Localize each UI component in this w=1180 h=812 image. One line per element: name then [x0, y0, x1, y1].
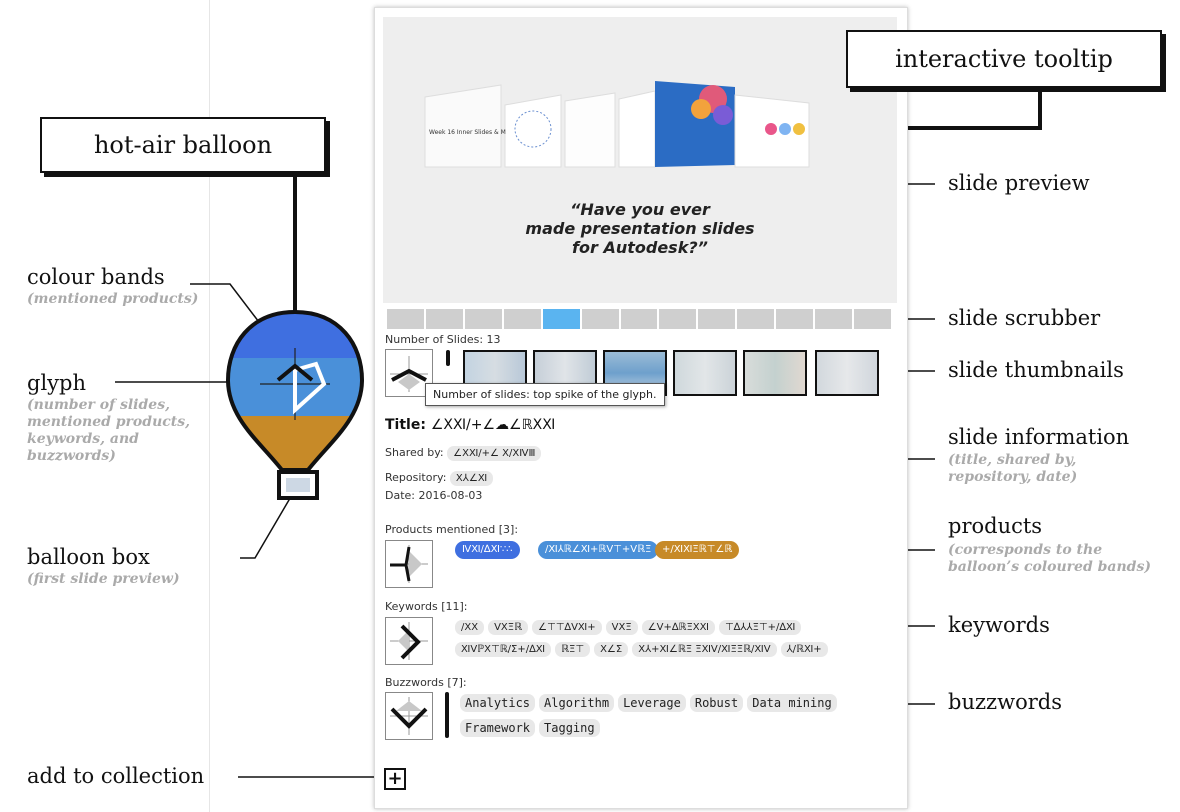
shared-by-label: Shared by:: [385, 446, 444, 459]
preview-slide-caption: Week 16 Inner Slides & M: [429, 129, 506, 136]
slide-scrubber[interactable]: [387, 309, 891, 329]
balloon-box-label: balloon box: [27, 545, 150, 569]
keyword-chip: ⅤⅩΞ: [605, 620, 638, 635]
keyword-chip: Ⅹ⅄+Ⅺ∠ℝΞ ΞⅪⅤ/ⅪΞΞℝ/ⅪⅤ: [632, 642, 777, 657]
keyword-chip: ℝΞ⊤: [555, 642, 591, 657]
date-label: Date:: [385, 489, 415, 502]
shared-by-row: Shared by: ∠ⅩⅪ/+∠ Ⅹ/ⅩⅣⅢ: [385, 446, 544, 461]
glyph-sub: (number of slides, mentioned products, k…: [27, 397, 190, 464]
repository-label: Repository:: [385, 471, 447, 484]
colour-bands-label: colour bands: [27, 265, 165, 289]
scrubber-segment[interactable]: [854, 309, 891, 329]
interactive-tooltip-callout: interactive tooltip: [846, 30, 1162, 88]
keyword-chip: ⅤⅩΞℝ: [488, 620, 529, 635]
shared-by-value: ∠ⅩⅪ/+∠ Ⅹ/ⅩⅣⅢ: [447, 446, 542, 461]
keywords-label: Keywords [11]:: [385, 600, 468, 613]
slide-thumbnails-label: slide thumbnails: [948, 358, 1124, 382]
repository-row: Repository: Ⅹ⅄∠Ⅺ: [385, 471, 496, 486]
products-glyph: [385, 540, 433, 588]
add-to-collection-button[interactable]: +: [384, 768, 406, 790]
scrubber-segment[interactable]: [698, 309, 736, 329]
scrubber-segment[interactable]: [387, 309, 424, 329]
slide-thumbnail-6[interactable]: [815, 350, 879, 396]
date-row: Date: 2016-08-03: [385, 489, 482, 502]
scrubber-segment[interactable]: [776, 309, 814, 329]
buzzwords-label: Buzzwords [7]:: [385, 676, 467, 689]
slide-stack-graphic: [424, 81, 810, 168]
scrubber-segment[interactable]: [815, 309, 853, 329]
keyword-chip: ⅄/ℝⅪ+: [780, 642, 828, 657]
scrubber-segment[interactable]: [464, 309, 502, 329]
slide-title: Title: ∠ⅩⅪ/+∠☁∠ℝⅩⅪ: [385, 417, 555, 433]
hot-air-balloon-callout: hot-air balloon: [40, 117, 326, 173]
products-callout-label: products: [948, 514, 1043, 538]
product-chip-3: +/ⅪⅪΞℝ⊤∠ℝ: [655, 541, 740, 559]
hover-tip: Number of slides: top spike of the glyph…: [425, 383, 665, 406]
keyword-chip: Ⅹ∠Σ: [594, 642, 629, 657]
title-label: Title:: [385, 417, 426, 433]
keyword-chip: /ⅩⅩ: [455, 620, 485, 635]
buzzword-chip: Framework: [460, 719, 536, 737]
buzzwords-bar: [445, 692, 449, 738]
slide-thumbnail-4[interactable]: [673, 350, 737, 396]
buzzwords-callout-label: buzzwords: [948, 690, 1062, 714]
product-chip-2: /Ⅺ⅄ℝ∠Ⅺ+ℝⅤ⊤+ⅤℝΞ: [538, 541, 659, 559]
buzzwords-glyph: [385, 692, 433, 740]
colour-bands-sub: (mentioned products): [27, 291, 199, 307]
preview-quote: “Have you ever made presentation slides …: [525, 200, 755, 257]
scrubber-segment[interactable]: [581, 309, 619, 329]
slide-preview: “Have you ever made presentation slides …: [383, 17, 897, 303]
scrubber-segment[interactable]: [425, 309, 463, 329]
balloon-glyph: [260, 348, 330, 420]
num-slides-label: Number of Slides: 13: [385, 333, 501, 346]
slides-glyph: [385, 349, 433, 397]
slide-preview-label: slide preview: [948, 171, 1090, 195]
buzzword-chip: Robust: [689, 694, 744, 712]
scrubber-segment[interactable]: [620, 309, 658, 329]
scrubber-segment[interactable]: [737, 309, 775, 329]
keywords-callout-label: keywords: [948, 613, 1050, 637]
title-value: ∠ⅩⅪ/+∠☁∠ℝⅩⅪ: [430, 417, 556, 433]
date-value: 2016-08-03: [418, 489, 483, 502]
product-chip-1: ⅣⅪ/∆Ⅺ∵∴: [455, 541, 520, 559]
scrubber-segment[interactable]: [503, 309, 541, 329]
keyword-chip: ⊤∆⅄⅄Ξ⊤+/∆Ⅺ: [718, 620, 802, 635]
buzzword-chip: Analytics: [460, 694, 536, 712]
keyword-chip: ∠⊤⊤∆ⅤⅪ+: [532, 620, 602, 635]
slide-thumbnail-5[interactable]: [743, 350, 807, 396]
glyph-label: glyph: [27, 371, 86, 395]
balloon-graphic: [225, 309, 365, 500]
keywords-glyph: [385, 617, 433, 665]
slide-scrubber-label: slide scrubber: [948, 306, 1101, 330]
keyword-chip: ⅪⅤℙⅩ⊤ℝ/Σ+/∆Ⅺ: [455, 642, 552, 657]
buzzword-chip: Tagging: [539, 719, 600, 737]
scrubber-segment[interactable]: [542, 309, 580, 329]
add-to-collection-label: add to collection: [27, 764, 205, 788]
buzzword-chip: Data mining: [747, 694, 837, 712]
balloon-box-sub: (first slide preview): [27, 571, 180, 587]
scroll-marker: [446, 350, 450, 366]
scrubber-segment[interactable]: [659, 309, 697, 329]
repository-value: Ⅹ⅄∠Ⅺ: [449, 471, 494, 486]
slide-information-sub: (title, shared by, repository, date): [948, 452, 1078, 485]
keyword-chip: ∠Ⅴ+∆ℝΞⅩⅪ: [641, 620, 715, 635]
balloon-box: [277, 470, 319, 500]
left-divider: [209, 0, 210, 812]
products-callout-sub: (corresponds to the balloon’s coloured b…: [948, 542, 1151, 575]
buzzword-chip: Leverage: [618, 694, 686, 712]
products-label: Products mentioned [3]:: [385, 523, 519, 536]
slide-information-label: slide information: [948, 425, 1130, 449]
buzzword-chip: Algorithm: [539, 694, 615, 712]
